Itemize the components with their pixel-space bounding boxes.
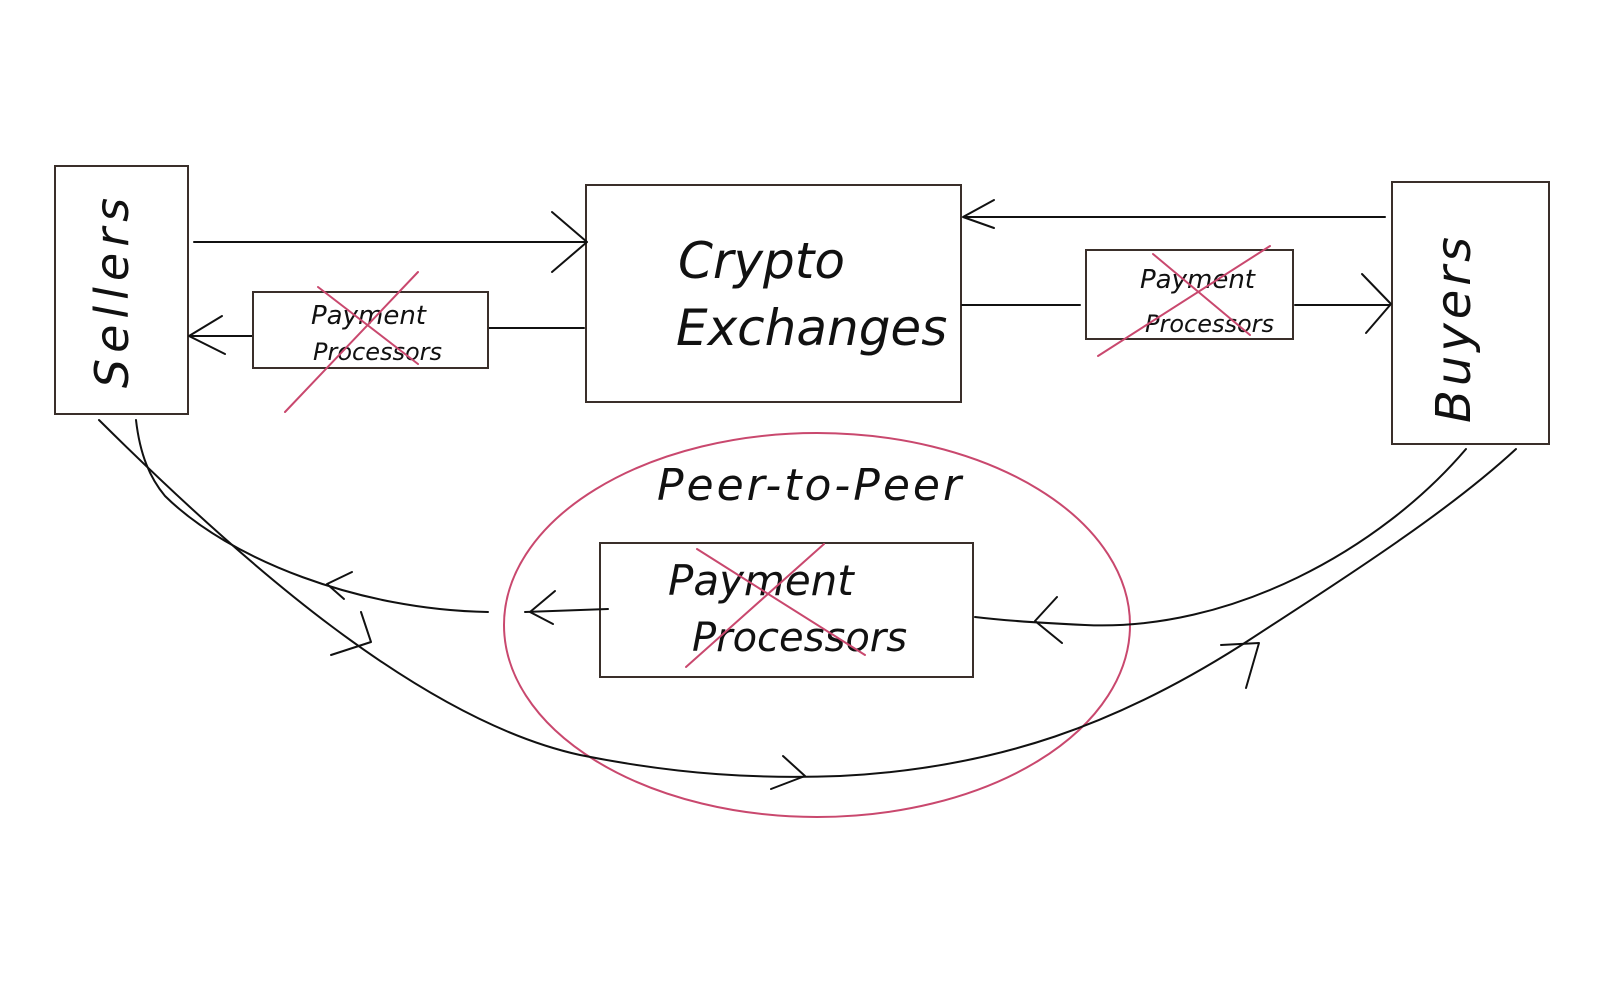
outer-curve-arrowhead-left [330, 611, 372, 656]
center-pp-line1: Payment [668, 556, 855, 605]
buyers-box [1391, 181, 1550, 445]
right-pp-to-buyers-arrowhead [1361, 273, 1392, 334]
sellers-box [54, 165, 189, 415]
right-pp-cross-mark [1097, 245, 1271, 357]
right-payment-processors-box [1085, 249, 1294, 340]
buyers-label: Buyers [1426, 233, 1482, 423]
exchanges-label: Exchanges [676, 299, 947, 357]
buyers-to-center-pp-arrowhead [1034, 596, 1063, 644]
left-pp-to-sellers-arrowhead [188, 315, 226, 355]
outer-curve-arrowhead-middle [770, 755, 806, 790]
center-pp-to-sellers-line [524, 608, 609, 613]
sellers-to-exchange-arrowhead [551, 211, 588, 273]
buyers-to-center-pp-curve [974, 448, 1467, 627]
right-pp-line1: Payment [1140, 265, 1256, 295]
peer-to-peer-label: Peer-to-Peer [657, 460, 964, 511]
crypto-label: Crypto [678, 232, 845, 290]
left-pp-cross-mark [284, 271, 419, 413]
center-pp-cross-mark [685, 543, 866, 668]
outer-curve-arrowhead-right [1220, 642, 1260, 689]
sellers-to-buyers-curve [98, 419, 1517, 778]
right-pp-line2: Processors [1145, 310, 1274, 338]
sellers-label: Sellers [85, 192, 139, 388]
center-pp-to-sellers-arrowhead [529, 590, 556, 625]
center-pp-to-sellers-curve [135, 419, 489, 613]
inner-curve-arrowhead [326, 571, 353, 600]
buyers-to-exchange-arrowhead [962, 199, 995, 229]
center-pp-line2: Processors [692, 615, 907, 661]
crypto-exchanges-box [585, 184, 962, 403]
left-payment-processors-box [252, 291, 489, 369]
